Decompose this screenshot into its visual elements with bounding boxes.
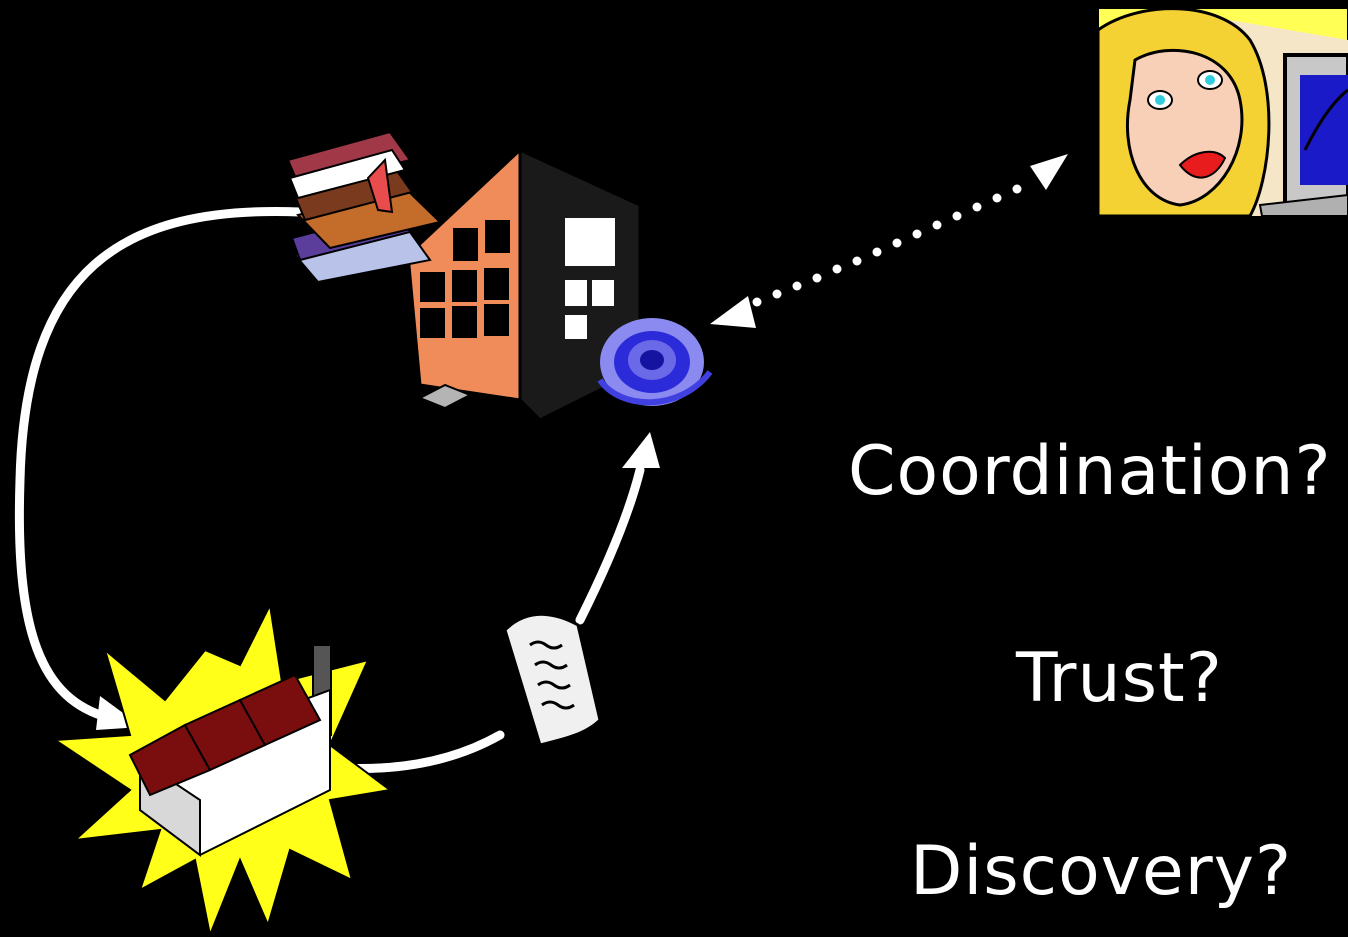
factory-burst-icon xyxy=(55,605,390,935)
woman-at-computer-icon xyxy=(1098,8,1348,216)
book-stack-icon xyxy=(288,132,440,282)
factory-to-web-arrow xyxy=(340,735,500,769)
document-scroll-icon xyxy=(500,614,600,745)
web-to-person-dotted-arrow xyxy=(710,154,1068,328)
web-spiral-icon xyxy=(600,318,710,406)
factory-to-web-arrowhead xyxy=(622,432,660,468)
question-coordination: Coordination? xyxy=(848,438,1332,506)
question-trust: Trust? xyxy=(1016,645,1223,713)
question-discovery: Discovery? xyxy=(910,838,1292,906)
